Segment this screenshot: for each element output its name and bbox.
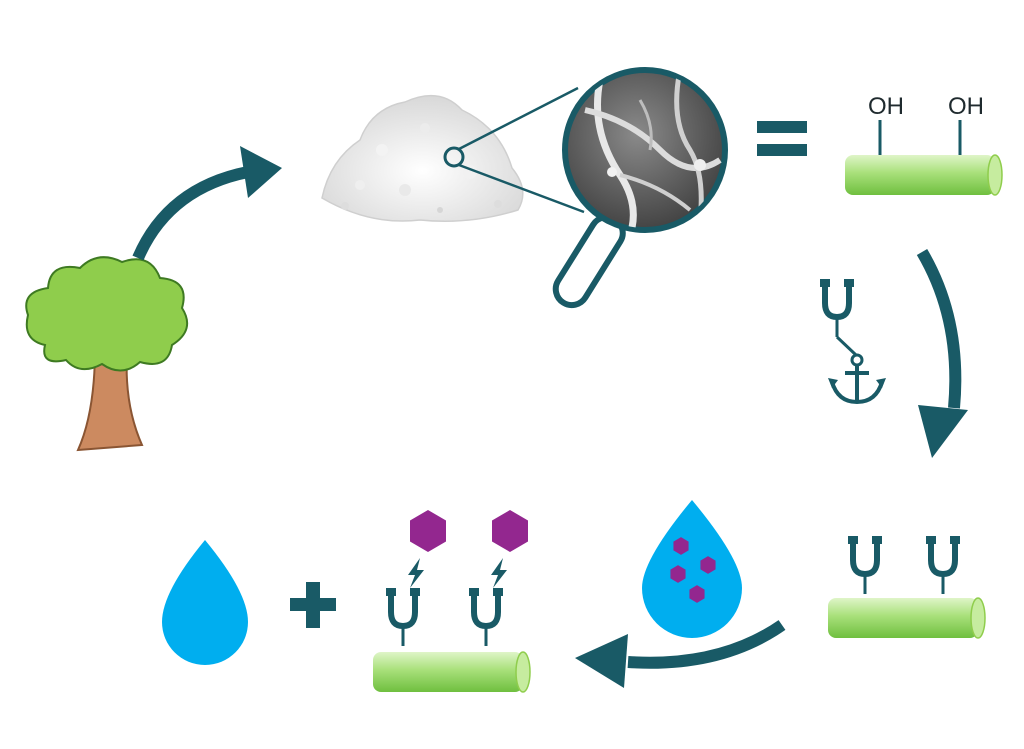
equals-sign: [757, 121, 807, 156]
hydroxyl-fiber: OH OH: [844, 93, 1003, 196]
hydroxyl-label-1: OH: [868, 93, 904, 120]
tree-icon: [25, 256, 189, 452]
arrow-tree-to-powder: [132, 146, 282, 261]
bond-bolt-icon: [491, 558, 507, 588]
sem-fibers-image: [584, 72, 722, 228]
fiber-with-captured-pollutants: [372, 510, 531, 693]
arrow-fiber-to-functionalized: [916, 248, 968, 458]
functionalized-fiber: [827, 536, 986, 639]
powder-icon: [321, 94, 524, 222]
bond-bolt-icon: [408, 558, 424, 588]
hydroxyl-label-2: OH: [948, 93, 984, 120]
contaminated-water-icon: [642, 500, 742, 638]
arrow-to-result: [575, 620, 786, 688]
plus-sign: [290, 582, 336, 628]
clean-water-icon: [162, 540, 248, 665]
magnifier-icon: [443, 67, 728, 309]
anchor-icon: [820, 279, 886, 405]
